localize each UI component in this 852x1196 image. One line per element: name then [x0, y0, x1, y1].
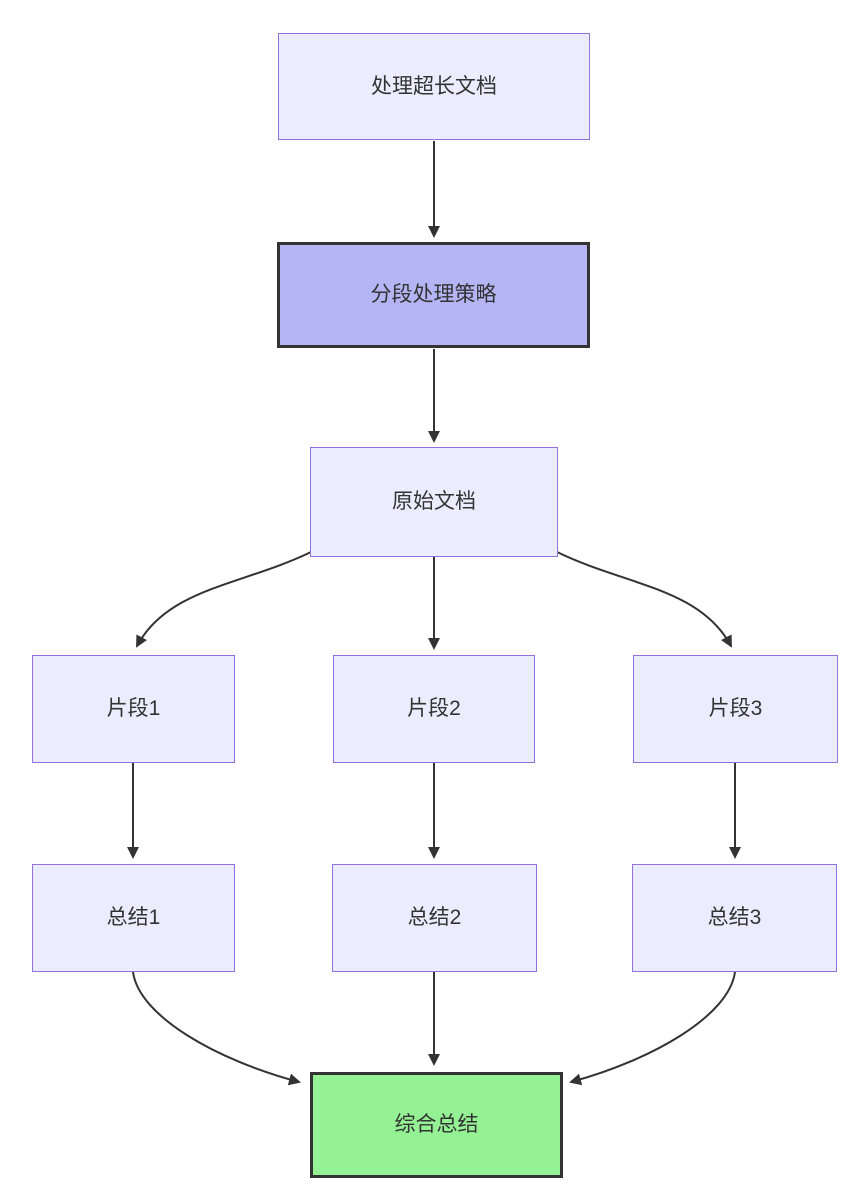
node-label: 片段3: [708, 697, 763, 721]
node-process-long-document: 处理超长文档: [278, 33, 590, 140]
node-original-document: 原始文档: [310, 447, 558, 557]
node-label: 综合总结: [394, 1113, 479, 1137]
node-label: 总结1: [106, 906, 161, 930]
node-summary-1: 总结1: [32, 864, 235, 972]
node-chunk-3: 片段3: [633, 655, 838, 763]
node-label: 总结3: [707, 906, 762, 930]
node-combined-summary: 综合总结: [310, 1072, 563, 1178]
node-chunk-2: 片段2: [333, 655, 535, 763]
node-label: 原始文档: [392, 490, 476, 514]
node-chunk-1: 片段1: [32, 655, 235, 763]
node-label: 总结2: [407, 906, 462, 930]
node-label: 处理超长文档: [371, 74, 497, 98]
edge-G-J: [132, 971, 301, 1086]
edge-C-D: [136, 551, 312, 648]
node-label: 分段处理策略: [370, 283, 497, 307]
node-label: 片段1: [106, 697, 161, 721]
edge-C-F: [556, 551, 732, 648]
node-summary-2: 总结2: [332, 864, 537, 972]
node-label: 片段2: [407, 697, 461, 721]
node-summary-3: 总结3: [632, 864, 837, 972]
node-segmentation-strategy: 分段处理策略: [277, 242, 590, 348]
edge-I-J: [569, 971, 736, 1086]
